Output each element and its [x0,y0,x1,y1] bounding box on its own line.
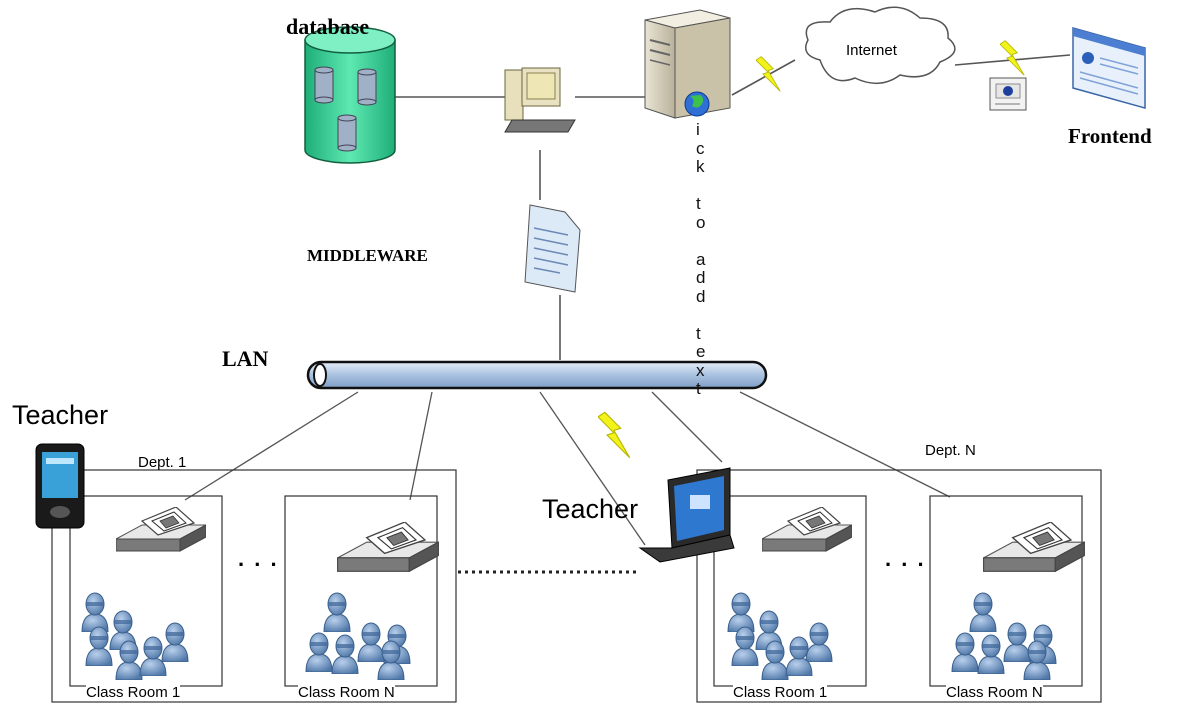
projector-icon [116,507,206,552]
gateway-icon [989,77,1027,111]
placeholder-char: k [696,157,705,176]
globe-icon [684,91,710,117]
placeholder-char: t [696,379,701,398]
placeholder-char: c [696,138,705,158]
projector-icon [982,522,1086,572]
classroom-n-right-label: Class Room N [946,684,1043,701]
placeholder-char: t [696,194,701,213]
placeholder-char: a [696,249,706,269]
placeholder-char: d [696,268,706,287]
students-group-icon [81,592,189,680]
placeholder-char: d [696,286,706,306]
dept-1-box [51,469,457,703]
internet-label: Internet [846,42,897,59]
placeholder-char: i [696,120,700,139]
lan-bus-icon [306,360,768,390]
projector-icon [762,507,852,552]
dept-n-box [696,469,1102,703]
lan-links [184,391,951,546]
placeholder-char: x [696,360,705,380]
database-icon [304,26,396,164]
database-label: database [286,14,370,39]
ellipsis-right: . . . [885,546,926,571]
placeholder-char: o [696,212,706,232]
placeholder-char: e [696,342,706,361]
lightning-icon [756,56,781,92]
dept-n-label: Dept. N [925,442,976,459]
lan-label: LAN [222,346,269,371]
dept-1-label: Dept. 1 [138,454,187,471]
students-group-icon [305,592,411,680]
ellipsis-left: . . . [238,546,279,571]
lightning-icon [598,411,631,459]
classroom-n-left-label: Class Room N [298,684,395,701]
top-links [392,54,1071,360]
laptop-icon [638,467,735,563]
internet-cloud-icon [805,6,956,84]
placeholder-char: t [696,323,701,343]
document-icon [524,204,581,293]
teacher-left-label: Teacher [12,400,109,430]
frontend-window-icon [1072,27,1146,109]
teacher-center-label: Teacher [542,494,639,524]
server-to-internet-line [731,59,796,96]
students-group-icon [727,592,833,680]
classroom-1-left-label: Class Room 1 [86,684,181,701]
server-icon [644,9,731,119]
classroom-1-right-label: Class Room 1 [733,684,828,701]
middleware-label: MIDDLEWARE [307,246,428,265]
projector-icon [336,522,440,572]
pda-icon [35,443,85,529]
frontend-label: Frontend [1068,124,1152,148]
students-group-icon [951,592,1057,680]
workstation-icon [504,67,576,133]
lightning-icon [1000,40,1025,76]
